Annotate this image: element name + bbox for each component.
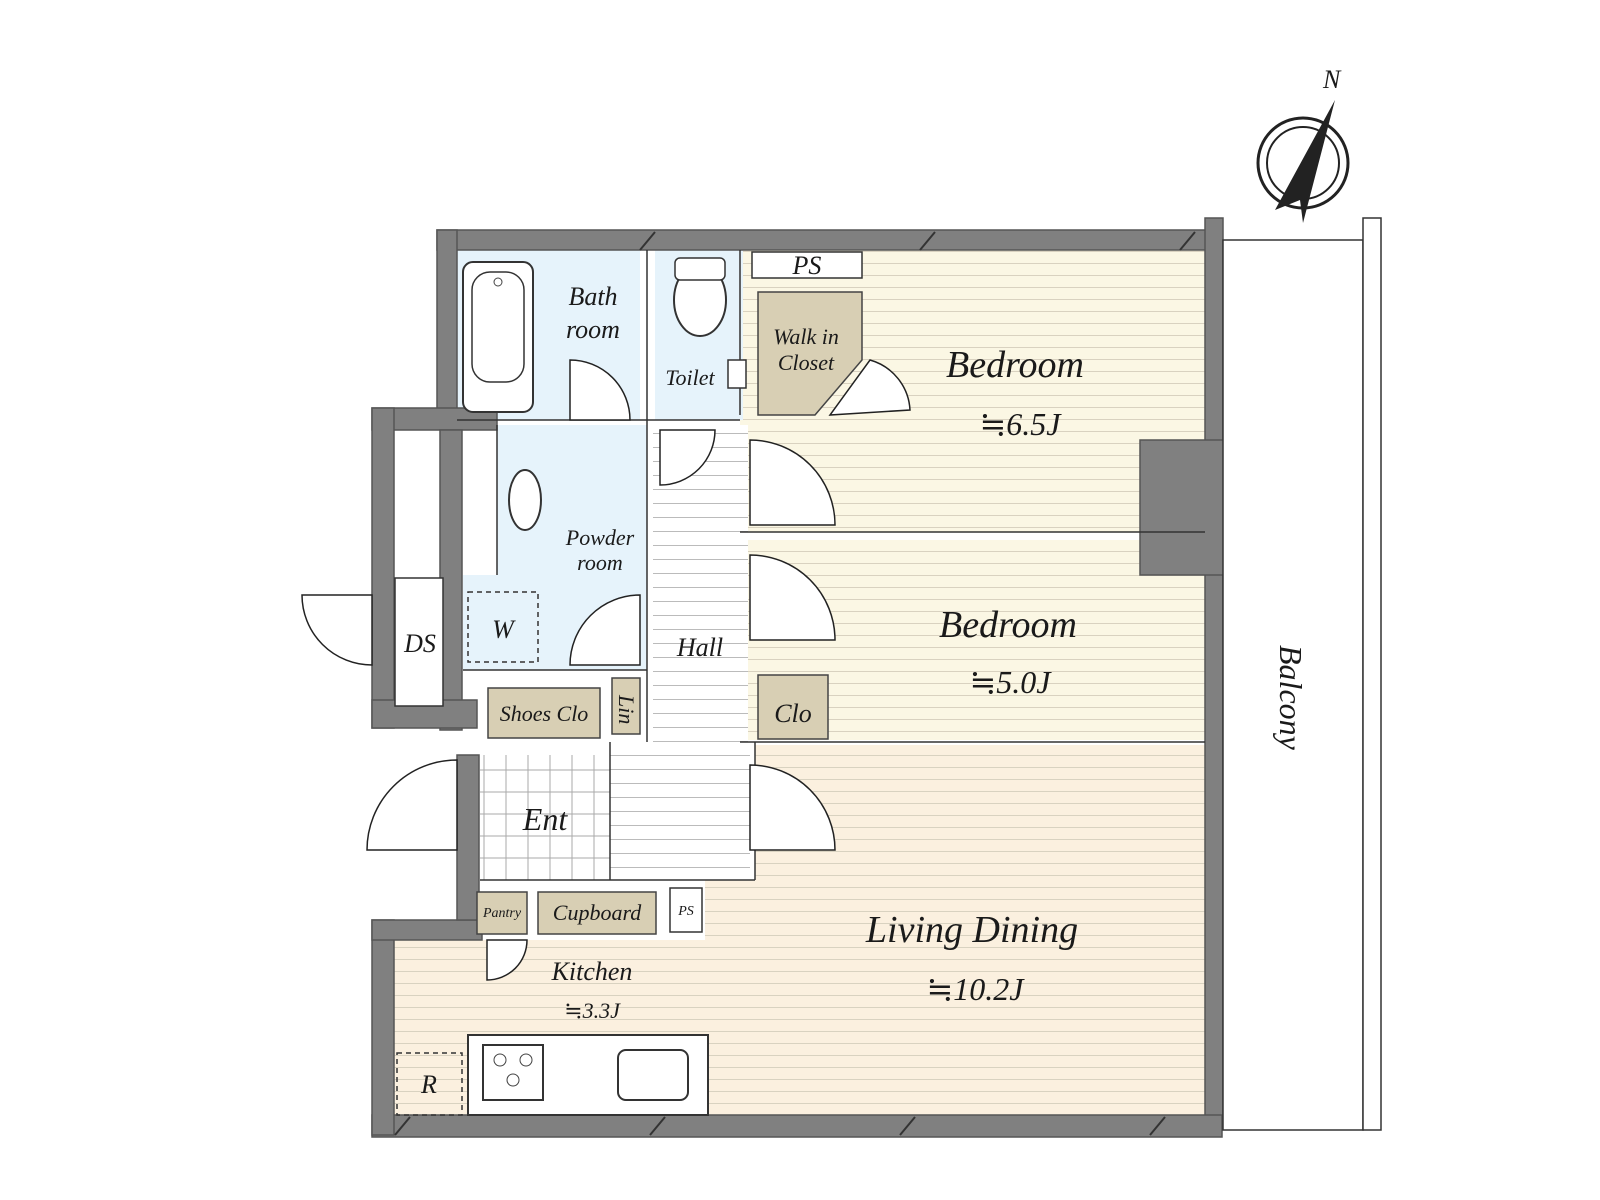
stove [482,1044,544,1101]
bedroom2-door [749,554,836,641]
compass-needle [1275,100,1335,223]
walkin-label-2: Closet [778,350,835,375]
pantry-door [486,939,528,981]
floors [390,248,1205,1115]
bedroom2-size: ≒5.0J [969,664,1052,700]
living-door [749,764,836,851]
closet [757,674,829,740]
powder-label-1: Powder [565,525,635,550]
sink [508,469,542,531]
powder-label-2: room [577,550,623,575]
labels: Bedroom ≒6.5J Bedroom ≒5.0J Living Dinin… [403,251,1084,1099]
walkin-closet-door [828,359,911,416]
kitchen-sink [617,1049,689,1101]
bedroom1-label: Bedroom [946,344,1084,386]
washer-space [467,591,539,663]
bedroom2-label: Bedroom [939,604,1077,646]
ps-top [751,251,863,279]
r-label: R [420,1070,437,1099]
north-label: N [1322,65,1342,94]
bath-label-1: Bath [568,282,617,311]
entrance-floor [480,755,610,880]
walls [371,217,1286,1138]
toilet-label: Toilet [665,365,715,390]
walkin-label-1: Walk in [773,324,839,349]
powder-door [569,594,641,666]
w-label: W [492,615,516,644]
ds-door [301,594,373,666]
hall-label: Hall [676,633,723,662]
storage [476,291,863,935]
compass: N [1256,65,1350,223]
living-label: Living Dining [865,909,1078,951]
balcony-label: Balcony [1273,645,1309,751]
pantry [476,891,528,935]
linen [611,677,641,735]
fixtures [394,251,863,1116]
doors [301,359,911,981]
bathtub [462,261,534,413]
cupboard [537,891,657,935]
ps-kitchen-label: PS [677,904,694,919]
lin-label: Lin [614,694,639,724]
bedroom1-door [749,439,836,526]
ps-kitchen [669,887,703,933]
shoes-closet [487,687,601,739]
bedroom1-size: ≒6.5J [979,406,1062,442]
ent-label: Ent [522,801,569,837]
shoes-clo-label: Shoes Clo [500,701,589,726]
cupboard-label: Cupboard [553,900,642,925]
walkin-closet [757,291,863,416]
pantry-label: Pantry [482,906,522,921]
toilet-door [659,429,716,486]
entrance-door [366,759,458,851]
bath-label-2: room [566,315,620,344]
ps-top-label: PS [792,251,822,280]
bath-door [569,359,631,421]
clo-label: Clo [774,699,812,728]
kitchen-label: Kitchen [551,957,633,986]
ds-box [394,577,444,707]
balcony: Balcony [1222,217,1382,1131]
living-size: ≒10.2J [926,971,1025,1007]
ds-label: DS [403,629,436,658]
kitchen-size: ≒3.3J [564,998,621,1023]
